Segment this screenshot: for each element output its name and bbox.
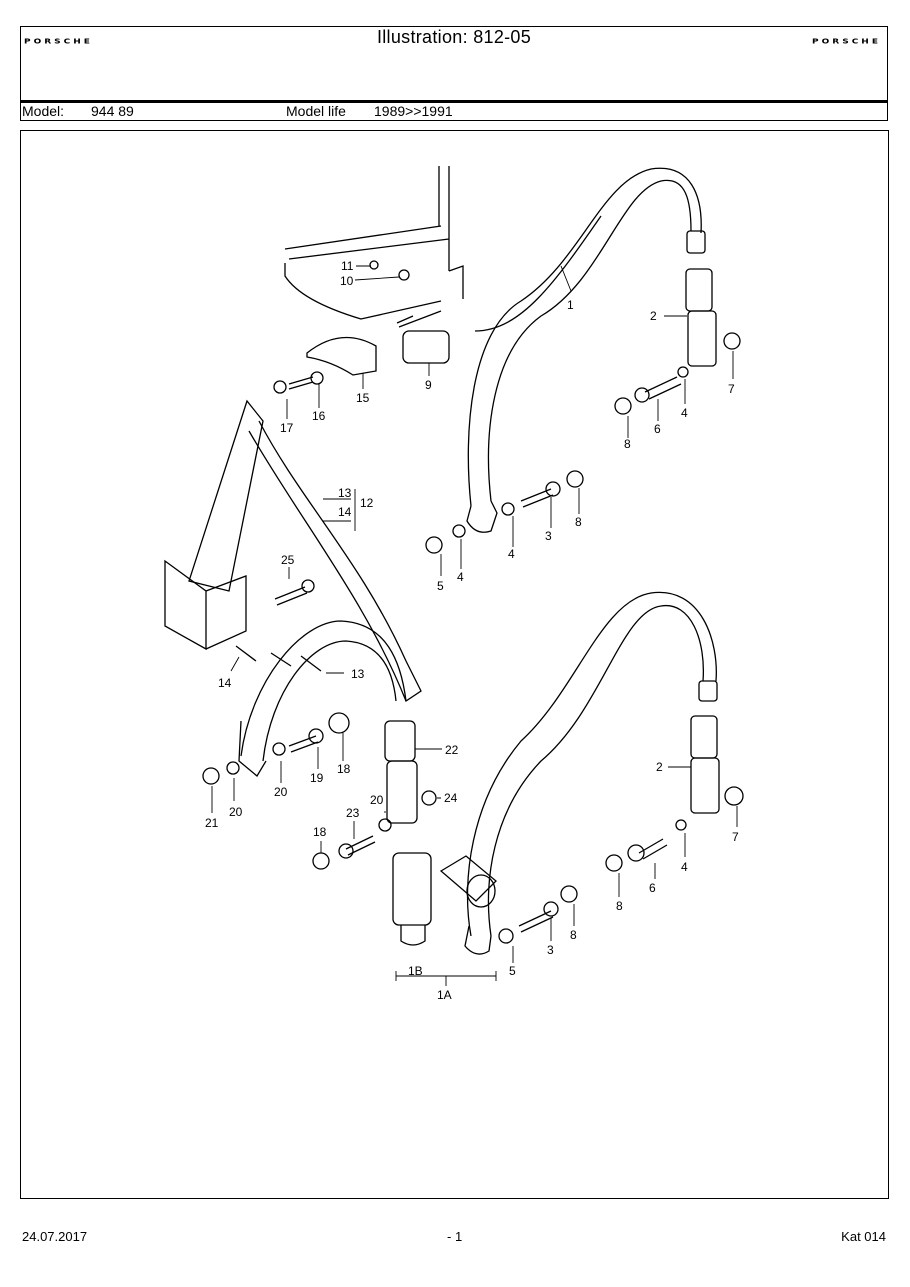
illustration-title: Illustration: 812-05	[376, 27, 532, 47]
part-label: 14	[218, 676, 232, 690]
part-label: 20	[370, 793, 384, 807]
part-label: 2	[656, 760, 663, 774]
part-label: 8	[616, 899, 623, 913]
part-label: 8	[575, 515, 582, 529]
model-value: 944 89	[91, 103, 134, 119]
model-life-value: 1989>>1991	[374, 103, 453, 119]
part-label: 13	[351, 667, 365, 681]
part-label: 7	[732, 830, 739, 844]
part-label: 1B	[408, 964, 423, 978]
illustration-frame: 11 10 1 2 7 9 15 16 17 4 6 8 13 14 12 8 …	[20, 130, 889, 1199]
part-label: 13	[338, 486, 352, 500]
hardware	[202, 260, 744, 944]
part-label: 22	[445, 743, 459, 757]
part-label: 1A	[437, 988, 452, 1002]
part-label: 24	[444, 791, 458, 805]
part-label: 9	[425, 378, 432, 392]
model-label: Model:	[22, 103, 65, 119]
part-label: 6	[649, 881, 656, 895]
part-label: 12	[360, 496, 374, 510]
footer-catalog: Kat 014	[841, 1229, 886, 1244]
part-label: 1	[567, 298, 574, 312]
part-label: 6	[654, 422, 661, 436]
buckle-1b	[392, 852, 432, 946]
part-label: 20	[274, 785, 288, 799]
seat-belt-exploded-diagram: 11 10 1 2 7 9 15 16 17 4 6 8 13 14 12 8 …	[164, 166, 744, 1002]
part-label: 16	[312, 409, 326, 423]
part-label: 23	[346, 806, 360, 820]
part-label: 3	[545, 529, 552, 543]
part-label: 14	[338, 505, 352, 519]
part-label: 7	[728, 382, 735, 396]
part-label: 4	[457, 570, 464, 584]
part-label: 10	[340, 274, 354, 288]
porsche-logo-left: PORSCHE	[24, 38, 93, 46]
part-label: 3	[547, 943, 554, 957]
footer-page-number: - 1	[447, 1229, 463, 1244]
page-header: PORSCHE Illustration: 812-05 PORSCHE Mod…	[20, 26, 888, 121]
part-label: 4	[681, 860, 688, 874]
part-label: 15	[356, 391, 370, 405]
part-label: 2	[650, 309, 657, 323]
part-number-labels: 11 10 1 2 7 9 15 16 17 4 6 8 13 14 12 8 …	[205, 259, 739, 1002]
footer-date: 24.07.2017	[22, 1229, 88, 1244]
cap-9	[402, 330, 450, 364]
part-label: 4	[508, 547, 515, 561]
part-label: 8	[570, 928, 577, 942]
part-label: 5	[509, 964, 516, 978]
part-label: 20	[229, 805, 243, 819]
part-label: 11	[341, 259, 354, 273]
model-life-label: Model life	[286, 103, 346, 119]
header-divider	[21, 100, 887, 103]
part-label: 8	[624, 437, 631, 451]
belt-1-upper	[466, 167, 706, 533]
cover-15	[306, 336, 377, 376]
part-label: 25	[281, 553, 295, 567]
buckle-2-upper	[685, 268, 717, 367]
part-label: 21	[205, 816, 219, 830]
leader-lines	[211, 265, 738, 986]
part-label: 18	[337, 762, 351, 776]
body-panel-outline	[284, 166, 464, 328]
porsche-logo-right: PORSCHE	[812, 38, 881, 46]
buckle-2-lower	[690, 715, 720, 814]
part-label: 18	[313, 825, 327, 839]
part-label: 19	[310, 771, 324, 785]
part-label: 17	[280, 421, 294, 435]
part-label: 4	[681, 406, 688, 420]
left-shoulder-belt	[164, 399, 422, 824]
belt-1a-lower	[439, 591, 718, 955]
part-label: 5	[437, 579, 444, 593]
